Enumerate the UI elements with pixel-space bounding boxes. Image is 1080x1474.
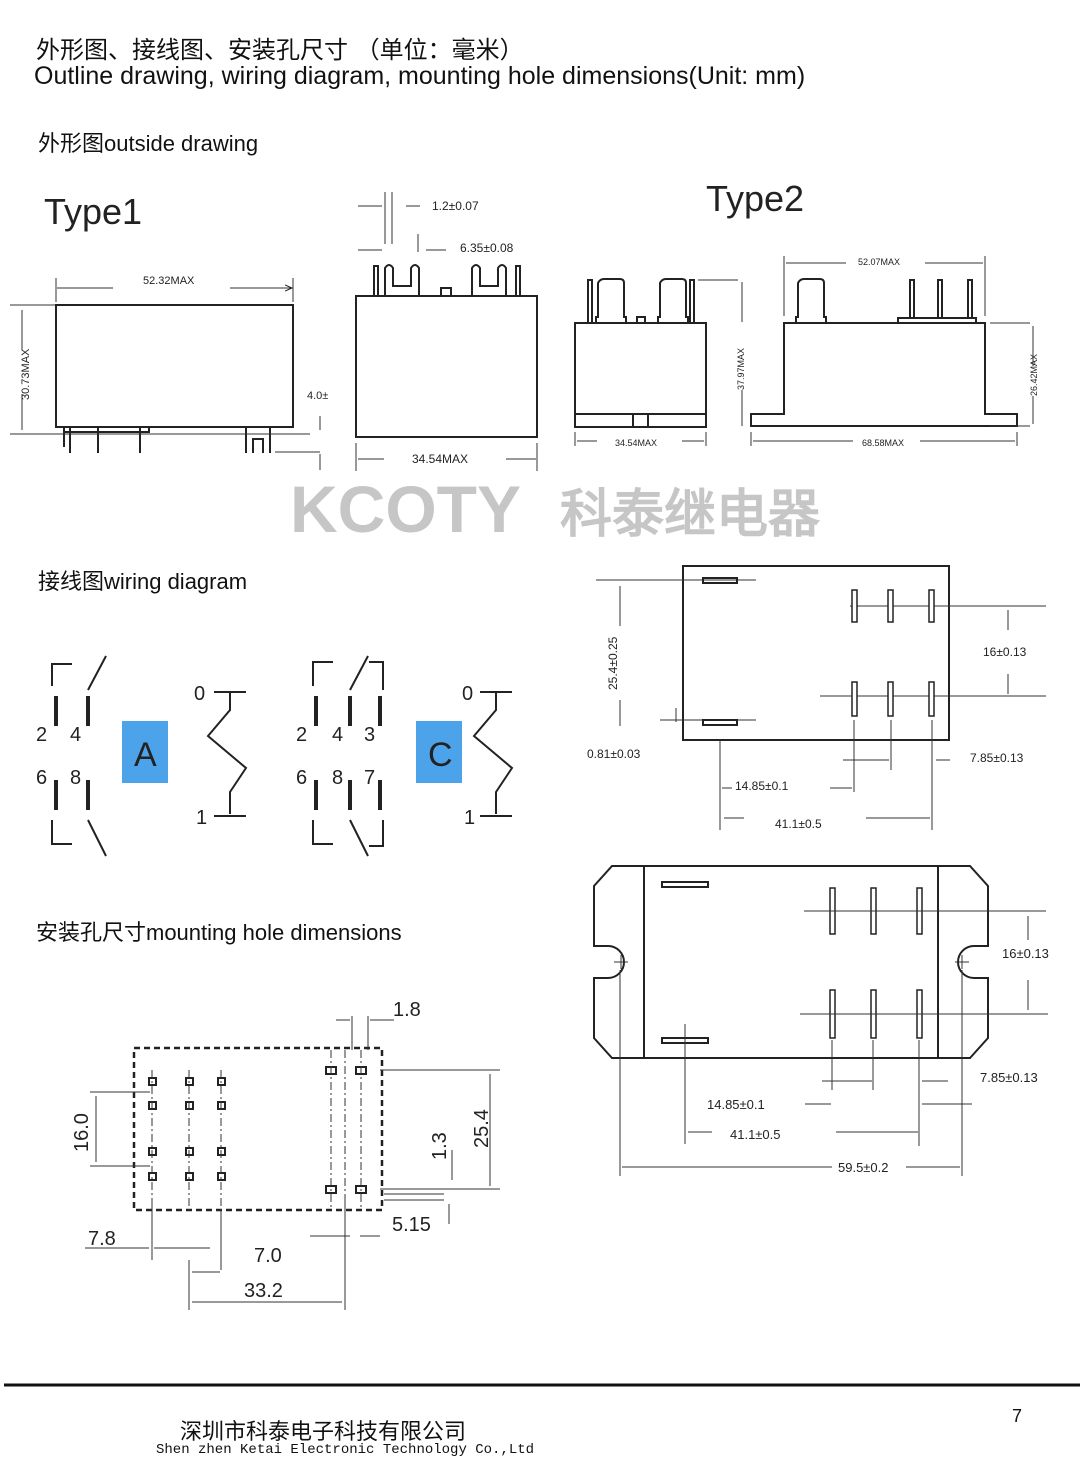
dim-type2-total-height: 37.97MAX <box>736 348 746 390</box>
dimension-label: 14.85±0.1 <box>707 1097 765 1112</box>
dim-type2-flange-length: 68.58MAX <box>862 438 904 448</box>
dimension-label: 1.8 <box>393 999 421 1021</box>
dimension-label: 8 <box>332 767 343 789</box>
footer-company-en: Shen zhen Ketai Electronic Technology Co… <box>156 1442 535 1458</box>
footer-company-cn: 深圳市科泰电子科技有限公司 <box>180 1420 467 1445</box>
dimension-label: 41.1±0.5 <box>730 1127 781 1142</box>
dimension-label: 25.4 <box>471 1109 493 1148</box>
dim-type2-width: 34.54MAX <box>615 438 657 448</box>
type2-end-view: 34.54MAX 37.97MAX <box>574 278 746 448</box>
mounting-heading: 安装孔尺寸mounting hole dimensions <box>36 920 402 945</box>
dimension-label: 7.85±0.13 <box>980 1070 1038 1085</box>
dimension-label: 0 <box>194 683 205 705</box>
wiring-type-a: 2 4 6 8 A 0 1 <box>36 655 248 857</box>
dimension-label: 1.3 <box>429 1132 451 1160</box>
dimension-label: 3 <box>364 724 375 746</box>
dim-type2-body-height: 26.42MAX <box>1029 354 1039 396</box>
dimension-label: 2 <box>296 724 307 746</box>
badge-c <box>416 721 462 783</box>
dimension-label: 4 <box>332 724 343 746</box>
dimension-label: 16±0.13 <box>1002 946 1049 961</box>
dimension-label: 1 <box>196 807 207 829</box>
dim-type2-length: 52.07MAX <box>858 257 900 267</box>
dimension-label: 5.15 <box>392 1214 431 1236</box>
dimension-label: 41.1±0.5 <box>775 817 822 831</box>
dimension-label: 7.85±0.13 <box>970 751 1024 765</box>
title-en: Outline drawing, wiring diagram, mountin… <box>34 62 806 90</box>
dimension-label: 25.4±0.25 <box>606 636 620 690</box>
page-number: 7 <box>1012 1406 1023 1426</box>
flange-view-drawing: 16±0.13 7.85±0.13 14.85±0.1 41.1±0.5 59.… <box>593 865 1049 1176</box>
dimension-label: 4 <box>70 724 81 746</box>
dimension-label: 8 <box>70 767 81 789</box>
dim-type1-pin-spacing: 6.35±0.08 <box>460 241 514 255</box>
dimension-label: 7 <box>364 767 375 789</box>
dimension-label: 14.85±0.1 <box>735 779 789 793</box>
type2-side-view: 52.07MAX 26.42MAX 68.58MAX <box>750 256 1039 448</box>
dim-type1-pin: 4.0± <box>307 390 328 402</box>
dimension-label: 1 <box>464 807 475 829</box>
dimension-label: 16.0 <box>71 1113 93 1152</box>
dimension-label: 6 <box>36 767 47 789</box>
dimension-label: 7.8 <box>88 1228 116 1250</box>
type1-side-view: 52.32MAX 30.73MAX 4.0± <box>10 275 328 470</box>
outside-heading: 外形图outside drawing <box>38 131 259 156</box>
dimension-label: 0 <box>462 683 473 705</box>
type1-end-view: 1.2±0.07 6.35±0.08 34.54MAX <box>355 192 538 471</box>
badge-a-label: A <box>134 736 157 774</box>
mounting-hole-drawing: 1.8 16.0 25.4 1.3 5.15 7.8 7.0 33.2 <box>71 999 500 1310</box>
watermark-cn: 科泰继电器 <box>560 486 821 544</box>
dim-type1-height: 30.73MAX <box>20 348 32 400</box>
dimension-label: 6 <box>296 767 307 789</box>
dim-type1-width: 34.54MAX <box>412 452 468 466</box>
dimension-label: 0.81±0.03 <box>587 747 641 761</box>
wiring-type-c: 2 4 3 6 8 7 C 0 1 <box>296 655 514 857</box>
dimension-label: 33.2 <box>244 1280 283 1302</box>
type1-label: Type1 <box>44 191 142 232</box>
badge-a <box>122 721 168 783</box>
dimension-label: 16±0.13 <box>983 645 1027 659</box>
watermark-en: KCOTY <box>290 472 521 546</box>
wiring-heading: 接线图wiring diagram <box>38 569 248 594</box>
dimension-label: 59.5±0.2 <box>838 1160 889 1175</box>
dimension-label: 7.0 <box>254 1245 282 1267</box>
dim-type1-pin-width: 1.2±0.07 <box>432 199 479 213</box>
badge-c-label: C <box>428 736 453 774</box>
title-cn: 外形图、接线图、安装孔尺寸 （单位：毫米） <box>36 36 524 64</box>
dimension-label: 2 <box>36 724 47 746</box>
type2-label: Type2 <box>706 178 804 219</box>
bottom-view-drawing: 25.4±0.25 0.81±0.03 16±0.13 7.85±0.13 14… <box>587 565 1046 831</box>
dim-type1-length: 52.32MAX <box>143 275 195 287</box>
